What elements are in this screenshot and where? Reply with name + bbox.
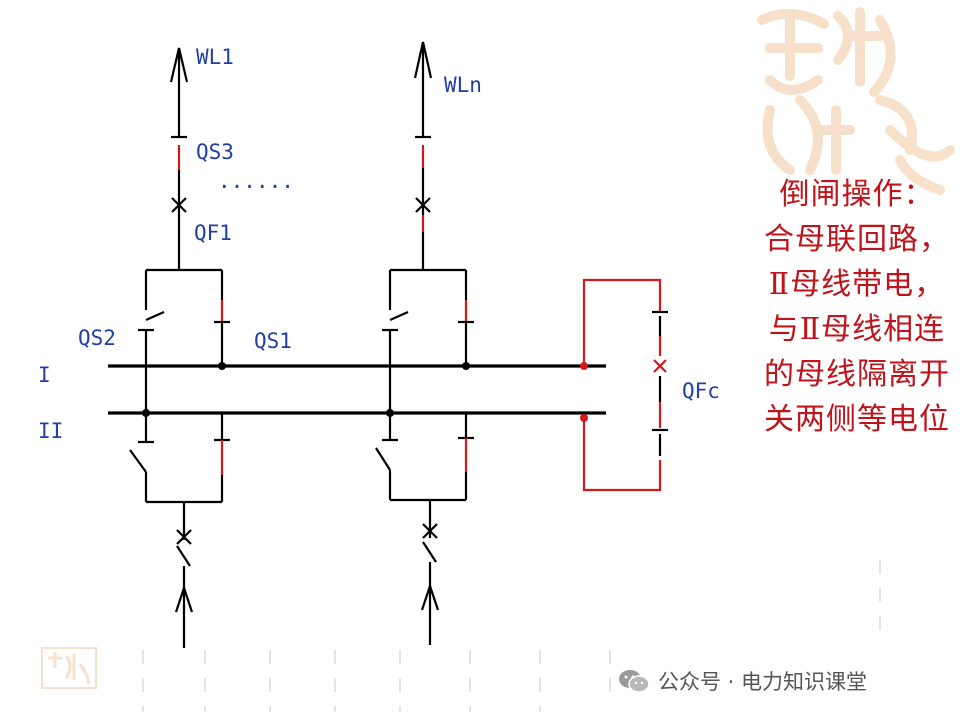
label-qs1: QS1 xyxy=(254,329,292,353)
small-seal-logo xyxy=(41,647,97,689)
busbar-i-label: I xyxy=(38,363,51,387)
label-qfc: QFc xyxy=(682,379,720,403)
label-qs3: QS3 xyxy=(196,140,234,164)
bus-coupler-qfc xyxy=(580,278,668,492)
footer-text: 公众号 · 电力知识课堂 xyxy=(658,670,868,694)
operation-note: 倒闸操作： 合母联回路，Ⅱ母线带电，与Ⅱ母线相连的母线隔离开关两侧等电位 xyxy=(758,172,956,442)
note-body: 合母联回路，Ⅱ母线带电，与Ⅱ母线相连的母线隔离开关两侧等电位 xyxy=(764,222,950,437)
label-qs2: QS2 xyxy=(78,326,116,350)
label-wln: WLn xyxy=(444,73,482,97)
junction-dots xyxy=(142,362,470,417)
busbar-ii-label: II xyxy=(38,419,63,443)
label-wl1: WL1 xyxy=(196,45,234,69)
dashed-guides xyxy=(142,560,881,712)
feeder-wl1 xyxy=(129,47,230,648)
wechat-icon xyxy=(619,670,650,693)
label-qf1: QF1 xyxy=(194,221,232,245)
note-title: 倒闸操作： xyxy=(779,177,935,212)
label-ellipsis: ...... xyxy=(218,169,294,193)
footer-credit: 公众号 · 电力知识课堂 xyxy=(618,664,867,698)
seal-logo-watermark xyxy=(757,7,955,195)
feeder-wln xyxy=(375,41,474,645)
